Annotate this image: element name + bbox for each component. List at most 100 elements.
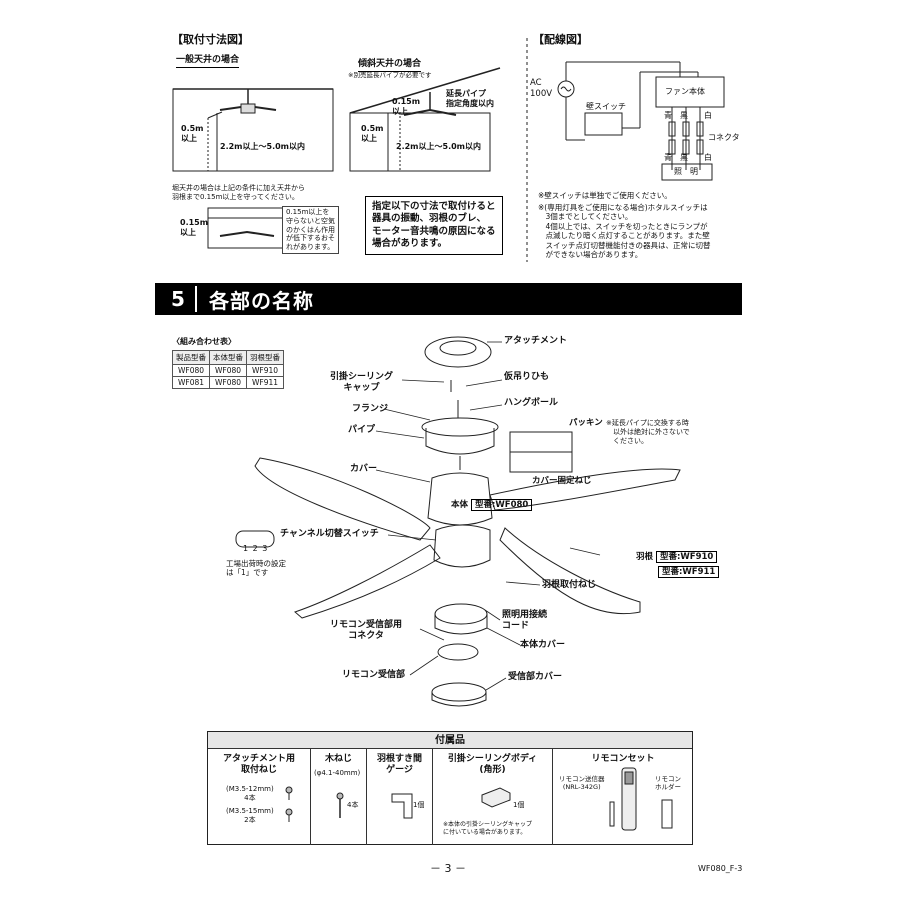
recess-note: 堀天井の場合は上記の条件に加え天井から 羽根まで0.15m以上を守ってください。 [172, 184, 305, 201]
wiring-section-title: 【配線図】 [533, 33, 588, 46]
remote-holder-icon [661, 799, 673, 829]
acc-remote-transmitter: リモコン送信器 (NRL-342G) [559, 775, 605, 792]
part-cover-screw: カバー固定ねじ [532, 476, 592, 486]
table-cell: WF911 [246, 376, 284, 389]
doc-code: WF080_F-3 [698, 864, 743, 873]
ceiling-body-icon [481, 787, 511, 808]
wall-switch-label: 壁スイッチ [586, 102, 626, 111]
acc-col-remote-set: リモコンセット リモコン送信器 (NRL-342G) リモコン ホルダー [553, 749, 693, 845]
dim-05-slope: 0.5m 以上 [361, 124, 384, 143]
part-light-cord: 照明用接続 コード [502, 610, 548, 632]
part-packing: パッキン [569, 418, 603, 428]
wire-blue-bottom: 青 [664, 153, 672, 162]
fan-body-box [655, 76, 725, 108]
dim-height-general: 2.2m以上～5.0m以内 [220, 142, 306, 151]
part-cover: カバー [350, 464, 378, 474]
battery-icon [609, 801, 615, 827]
acc-col-attachment-screws: アタッチメント用 取付ねじ (M3.5-12mm) 4本 (M3.5-15mm)… [208, 749, 311, 845]
section-number: 5 [161, 286, 197, 312]
factory-setting-note: 工場出荷時の設定 は「1」です [226, 559, 286, 578]
switch-digits: 1 2 3 [243, 544, 269, 553]
recess-warning-box: 0.15m以上を 守らないと空気 のかくはん作用 が低下するおそ れがあります。 [282, 206, 339, 254]
combo-header-blade: 羽根型番 [246, 350, 284, 365]
fan-body-label: ファン本体 [665, 87, 705, 96]
dim-05-general: 0.5m 以上 [181, 124, 204, 143]
wire-white-bottom: 白 [704, 153, 712, 162]
acc-attachment-title: アタッチメント用 取付ねじ [222, 754, 295, 775]
acc-wood-screw-qty: 4本 [347, 801, 359, 809]
part-body-cover: 本体カバー [520, 640, 566, 650]
slope-note: ※別売延長パイプが必要です [348, 71, 432, 79]
blade-label: 羽根 [636, 552, 654, 562]
combo-header-body: 本体型番 [209, 350, 247, 365]
accessories-box: 付属品 アタッチメント用 取付ねじ (M3.5-12mm) 4本 (M3.5-1… [207, 731, 693, 845]
acc-remote-title: リモコンセット [591, 754, 655, 764]
part-remote-connector: リモコン受信部用 コネクタ [330, 620, 403, 642]
wiring-note-2: ※(専用灯具をご使用になる場合)ホタルスイッチは 3個までとしてください。 4個… [538, 203, 711, 259]
slope-ceiling [349, 67, 501, 114]
part-remote-receiver: リモコン受信部 [342, 670, 406, 680]
table-cell: WF080 [209, 364, 247, 377]
body-model-badge: 型番:WF080 [470, 499, 533, 512]
acc-ceiling-body-title: 引掛シーリングボディ (角形) [447, 754, 538, 775]
dim-015-label: 0.15m 以上 [392, 97, 421, 116]
table-row: 製品型番 本体型番 羽根型番 [172, 350, 284, 365]
acc-screw-a: (M3.5-12mm) 4本 [226, 785, 274, 802]
gap-gauge-icon [391, 793, 413, 819]
channel-switch-shape [235, 530, 275, 548]
blade-front-left [294, 544, 441, 619]
part-blade-screw: 羽根取付ねじ [542, 580, 597, 590]
section-5-header: 5 各部の名称 [155, 283, 742, 315]
part-attachment: アタッチメント [504, 336, 568, 346]
part-receiver-cover: 受信部カバー [508, 672, 563, 682]
blade-front-right [499, 527, 641, 615]
install-section-title: 【取付寸法図】 [172, 33, 249, 46]
part-hang-ball: ハングボール [504, 398, 559, 408]
packing-note: ※延長パイプに交換する時 以外は絶対に外さないで ください。 [606, 419, 690, 445]
attachment-plate [424, 336, 492, 368]
part-channel-switch: チャンネル切替スイッチ [280, 529, 379, 539]
acc-col-gap-gauge: 羽根すき間 ゲージ 1個 [367, 749, 433, 845]
combo-table: 製品型番 本体型番 羽根型番 WF080 WF080 WF910 WF081 W… [172, 350, 284, 389]
page-number: － 3 － [430, 862, 466, 875]
section-title: 各部の名称 [209, 288, 314, 313]
blade-model-badge-1: 型番:WF910 [655, 551, 718, 564]
body-cover-shape [434, 603, 488, 625]
ext-pipe-label: 延長パイプ 指定角度以内 [446, 89, 494, 108]
part-temp-cord: 仮吊りひも [504, 372, 550, 382]
part-body: 本体 型番:WF080 [451, 499, 533, 512]
blade-model-badge-2: 型番:WF911 [658, 566, 720, 579]
acc-remote-holder: リモコン ホルダー [655, 775, 681, 792]
flange-shape [421, 417, 499, 437]
blade-back-left [254, 457, 431, 541]
accessories-header: 付属品 [208, 732, 692, 749]
receiver-cover-shape [431, 682, 487, 702]
lighting-label: 照 明 [674, 167, 698, 176]
combo-table-title: 〈組み合わせ表〉 [172, 337, 236, 346]
acc-ceiling-body-note: ※本体の引掛シーリングキャップ に付いている場合があります。 [443, 821, 533, 836]
dim-height-slope: 2.2m以上～5.0m以内 [396, 142, 482, 151]
blade-back-right [489, 468, 681, 511]
part-ceiling-cap: 引掛シーリング キャップ [330, 372, 394, 394]
table-cell: WF080 [172, 364, 210, 377]
table-row: WF080 WF080 WF910 [172, 364, 284, 377]
acc-col-ceiling-body: 引掛シーリングボディ (角形) 1個 ※本体の引掛シーリングキャップ に付いてい… [433, 749, 553, 845]
acc-gauge-title: 羽根すき間 ゲージ [376, 754, 422, 775]
dim-015-recess: 0.15m 以上 [180, 218, 209, 237]
table-cell: WF910 [246, 364, 284, 377]
dimension-warning-box: 指定以下の寸法で取付けると 器具の振動、羽根のブレ、 モーター音共鳴の原因になる… [365, 196, 503, 256]
acc-wood-screw-spec: (φ4.1-40mm) [314, 769, 361, 777]
acc-col-wood-screw: 木ねじ (φ4.1-40mm) 4本 [311, 749, 367, 845]
acc-ceiling-body-qty: 1個 [513, 801, 525, 809]
combo-header-product: 製品型番 [172, 350, 210, 365]
body-label: 本体 [451, 500, 469, 510]
acc-screw-b: (M3.5-15mm) 2本 [226, 807, 274, 824]
wire-blue-top: 青 [664, 111, 672, 120]
part-pipe: パイプ [348, 425, 376, 435]
acc-gauge-qty: 1個 [413, 801, 425, 809]
connector-label: コネクタ [708, 133, 740, 142]
wire-white-top: 白 [704, 111, 712, 120]
part-flange: フランジ [352, 404, 389, 414]
table-cell: WF080 [209, 376, 247, 389]
